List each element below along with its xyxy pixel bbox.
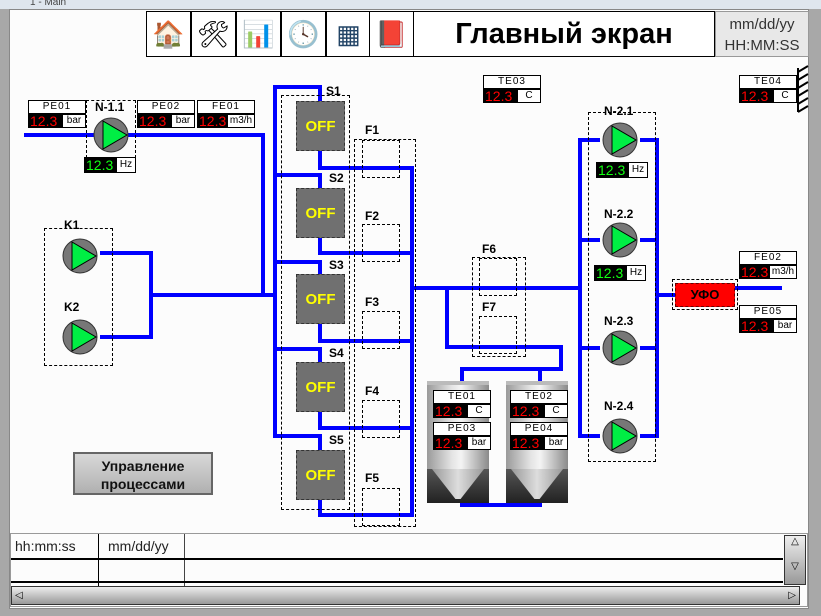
valve-s4-button[interactable]: OFF [296,362,345,412]
pump-k1-icon[interactable] [62,238,98,274]
wall-hatch-icon [797,65,809,113]
filter-f1[interactable] [362,140,400,178]
filter-f5[interactable] [362,488,400,526]
valve-group [281,95,350,510]
filter-f5-label: F5 [365,471,380,485]
filter-f2-label: F2 [365,209,380,223]
pipe-tanks [445,288,563,382]
date-text: mm/dd/yy [729,16,795,33]
filter-f3[interactable] [362,311,400,349]
valve-s3-button[interactable]: OFF [296,274,345,324]
alarm-table[interactable]: hh:mm:ss mm/dd/yy △▽ ◁▷ [10,533,808,607]
filter-f2[interactable] [362,224,400,262]
pump-n22-icon[interactable] [602,222,638,258]
alarm-book-icon: 📕 [375,18,408,49]
pump-n11-icon[interactable] [93,117,129,153]
valve-s1-button[interactable]: OFF [296,101,345,151]
scroll-right-icon[interactable]: ▷ [788,590,796,601]
valve-s1-label: S1 [326,84,341,98]
valve-s4-label: S4 [329,346,344,360]
tank-2-cone [506,469,568,503]
home-button[interactable]: 🏠 [146,11,191,57]
pump-k2-label: K2 [64,300,80,314]
ufo-unit[interactable]: УФО [675,283,735,307]
column-divider [98,534,99,586]
filter-group [354,139,416,527]
pump-n22-label: N-2.2 [604,207,634,221]
pump-n21-label: N-2.1 [604,104,634,118]
window-title: 1 - Main [0,0,821,9]
scroll-up-icon[interactable]: △ [791,536,799,547]
page-title: Главный экран [413,11,715,57]
pump-n2-group [588,112,656,462]
valve-s5-label: S5 [329,433,344,447]
pump-n24-label: N-2.4 [604,399,634,413]
filter-f4-label: F4 [365,384,380,398]
pump-k1-label: K1 [64,218,80,232]
time-text: HH:MM:SS [724,37,800,54]
scroll-down-icon[interactable]: ▽ [791,561,799,572]
ufo-group [672,279,738,310]
alarms-button[interactable]: 📕 [369,11,414,57]
pump-k-group [44,228,113,366]
pump-k2-icon[interactable] [62,319,98,355]
trends-button[interactable]: 📊 [236,11,281,57]
plc-icon: ▦ [336,18,361,49]
valve-s2-button[interactable]: OFF [296,188,345,238]
pump-n11-label: N-1.1 [95,100,125,114]
filter-f1-label: F1 [365,123,380,137]
trend-icon: 📊 [242,18,275,49]
filter-f7-label: F7 [482,300,497,314]
valve-s3-label: S3 [329,258,344,272]
process-control-line2: процессами [100,476,186,492]
tools-icon: 🛠 [196,18,230,49]
valve-s2-label: S2 [329,171,344,185]
filter-f6[interactable] [479,258,517,296]
column-divider [184,534,185,586]
column-header-time[interactable]: hh:mm:ss [15,538,76,554]
filter-f6f7-group [472,257,526,357]
filter-f3-label: F3 [365,295,380,309]
filter-f6-label: F6 [482,242,497,256]
process-control-line1: Управление [101,458,185,474]
clock-icon: 🕓 [287,18,320,49]
pump-n23-icon[interactable] [602,330,638,366]
pump-n24-icon[interactable] [602,418,638,454]
process-control-button[interactable]: Управление процессами [73,452,213,495]
row-divider [11,581,783,583]
filter-f4[interactable] [362,400,400,438]
pipe-n2-discharge [640,138,659,438]
pump-n21-icon[interactable] [602,122,638,158]
column-header-date[interactable]: mm/dd/yy [108,538,169,554]
pipe-n2-suction [578,138,600,438]
valve-s5-button[interactable]: OFF [296,450,345,500]
clock-button[interactable]: 🕓 [281,11,326,57]
pump-n23-label: N-2.3 [604,314,634,328]
settings-button[interactable]: 🛠 [191,11,236,57]
scroll-left-icon[interactable]: ◁ [15,590,23,601]
filter-f7[interactable] [479,316,517,354]
row-divider [11,558,783,560]
vertical-scrollbar[interactable]: △▽ [784,535,806,585]
home-icon: 🏠 [152,18,185,49]
tank-1-cone [427,469,489,503]
horizontal-scrollbar[interactable]: ◁▷ [11,586,800,605]
